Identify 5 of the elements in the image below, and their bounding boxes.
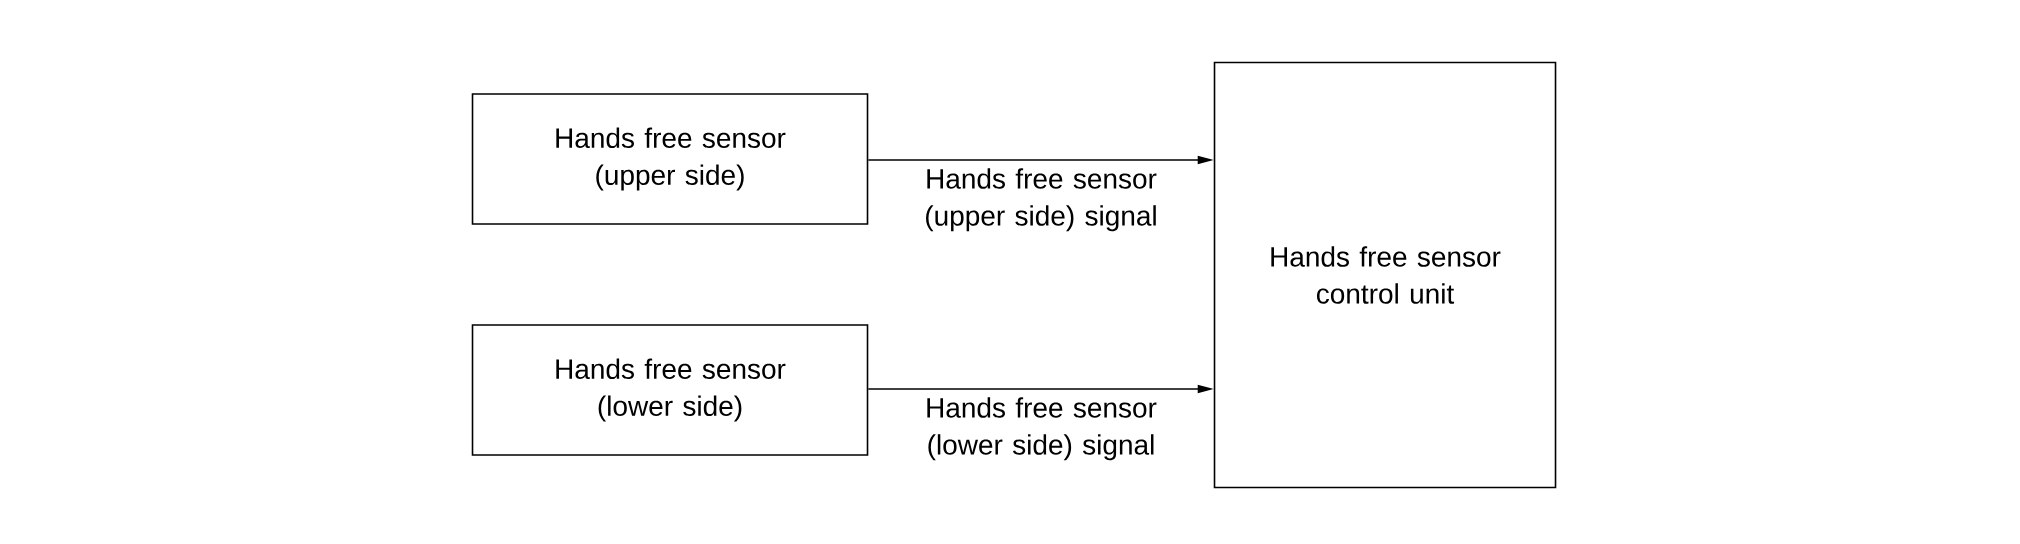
edge-label: Hands free sensor (lower side) signal: [927, 397, 1157, 461]
edge-label: Hands free sensor (upper side) signal: [926, 168, 1157, 232]
block-box: Hands free sensor (lower side): [471, 324, 869, 456]
block-box: Hands free sensor control unit: [1213, 61, 1557, 489]
block-box: Hands free sensor (upper side): [471, 93, 869, 225]
